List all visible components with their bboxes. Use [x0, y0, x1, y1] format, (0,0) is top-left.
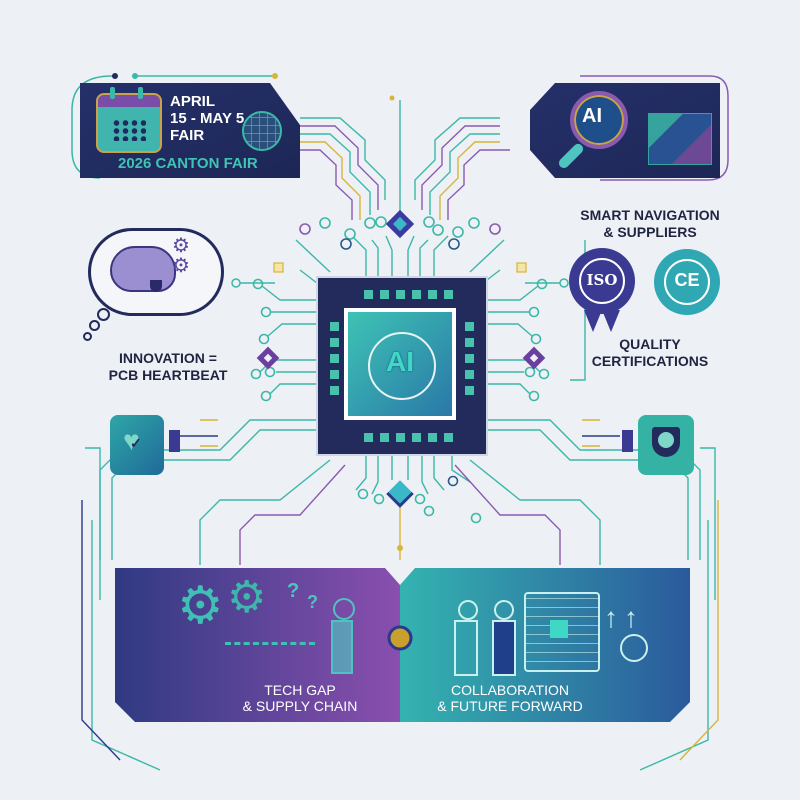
arrow-up-icon: ↑ [604, 602, 618, 633]
tech-gap-label: TECH GAP & SUPPLY CHAIN [215, 682, 385, 714]
globe-icon [242, 111, 282, 151]
gear-icon: ⚙ [227, 573, 267, 622]
map-icon [648, 113, 712, 165]
panel-gauge-icon [620, 634, 648, 662]
chip-pins-top [364, 290, 453, 299]
certifications-label: QUALITY CERTIFICATIONS [570, 336, 730, 370]
certifications-label-line-2: CERTIFICATIONS [591, 353, 709, 369]
chip-pins-right [465, 322, 474, 395]
magnifier-icon [570, 91, 628, 149]
arrow-up-icon: ↑ [624, 602, 638, 633]
nav-label-line-2: & SUPPLIERS [603, 224, 697, 240]
nav-ai-badge: AI [582, 105, 602, 127]
shield-icon [638, 415, 694, 475]
date-line-2: 15 - MAY 5 [170, 110, 245, 127]
heart-check-icon: ♥ ✓ [110, 415, 164, 475]
event-date: APRIL 15 - MAY 5 FAIR [170, 93, 244, 144]
chip-pins-left [330, 322, 339, 395]
chip-ai-label: AI [386, 346, 414, 377]
collaboration-label: COLLABORATION & FUTURE FORWARD [430, 682, 590, 714]
gears-icon: ⚙ [177, 577, 224, 635]
ce-badge: CE [658, 253, 716, 311]
bottom-left-panel-bg [115, 568, 400, 722]
collaboration-panel: ↑ ↑ COLLABORATION & FUTURE FORWARD [400, 568, 690, 722]
thought-bubble-icon [88, 228, 224, 316]
collaboration-label-line-1: COLLABORATION [451, 682, 569, 698]
handshake-icon [458, 600, 478, 620]
chain-icon [225, 642, 315, 653]
ai-chip: AI [316, 276, 488, 456]
date-line-3: FAIR [170, 127, 205, 144]
tech-gap-panel: ⚙ ⚙ ? ? TECH GAP & SUPPLY CHAIN [115, 568, 400, 722]
event-card: APRIL 15 - MAY 5 FAIR 2026 CANTON FAIR [80, 83, 300, 178]
innovation-label-line-1: INNOVATION = [119, 350, 217, 366]
nav-label-line-1: SMART NAVIGATION [580, 207, 720, 223]
innovation-label: INNOVATION = PCB HEARTBEAT [88, 350, 248, 384]
certifications-label-line-1: QUALITY [619, 336, 681, 352]
chip-pins-bottom [364, 433, 453, 442]
event-title: 2026 CANTON FAIR [118, 155, 258, 172]
iso-badge: ISO [573, 252, 631, 310]
brain-icon [110, 246, 176, 292]
nav-card: AI [530, 83, 720, 178]
chip-core: AI [344, 308, 456, 420]
person-icon [333, 598, 355, 620]
collaboration-label-line-2: & FUTURE FORWARD [437, 698, 583, 714]
date-line-1: APRIL [170, 93, 215, 110]
iso-label: ISO [586, 271, 618, 289]
nav-label: SMART NAVIGATION & SUPPLIERS [560, 207, 740, 241]
question-mark: ? [307, 592, 318, 612]
calendar-icon [96, 93, 162, 153]
question-mark: ? [287, 580, 300, 602]
tech-gap-label-line-2: & SUPPLY CHAIN [242, 698, 358, 714]
gears-icon: ⚙⚙ [172, 235, 190, 277]
ribbon-icon [584, 310, 602, 332]
ce-label: CE [674, 270, 700, 290]
innovation-label-line-2: PCB HEARTBEAT [108, 367, 228, 383]
tech-gap-label-line-1: TECH GAP [264, 682, 336, 698]
